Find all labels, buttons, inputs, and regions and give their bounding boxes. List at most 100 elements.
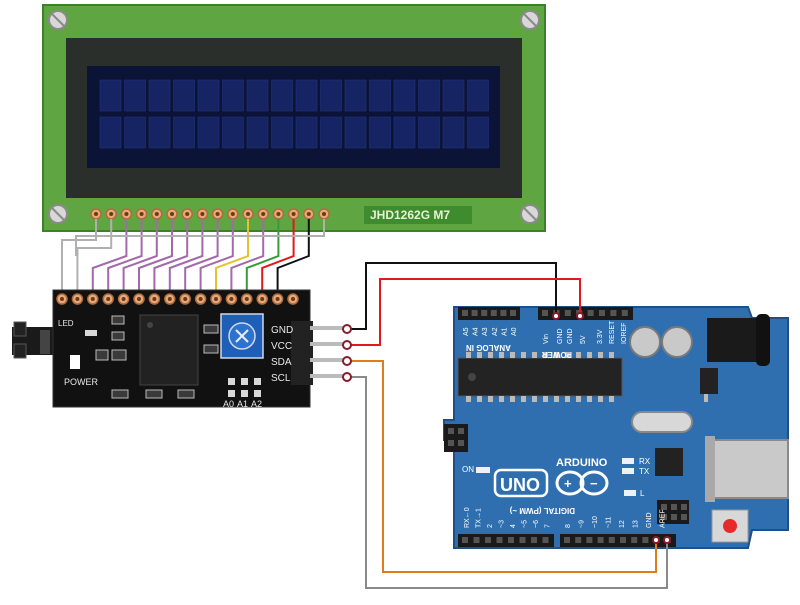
rx-led bbox=[622, 458, 634, 464]
lcd-model-label: JHD1262G M7 bbox=[370, 208, 450, 222]
lcd-character-cell bbox=[246, 116, 269, 149]
chip-leg bbox=[510, 352, 515, 358]
header-hole bbox=[642, 537, 649, 543]
header-hole bbox=[631, 537, 638, 543]
ribbon-wire bbox=[245, 219, 280, 294]
led-label: LED bbox=[58, 319, 74, 328]
header-hole bbox=[608, 537, 615, 543]
lcd-character-cell bbox=[271, 79, 293, 112]
digital-pin-label: 2 bbox=[487, 524, 494, 528]
wire-scl bbox=[345, 376, 668, 589]
chip-leg bbox=[499, 352, 504, 358]
lcd-character-cell bbox=[124, 79, 146, 112]
lcd-character-cell bbox=[344, 79, 367, 112]
header-hole bbox=[481, 310, 488, 316]
lcd-character-cell bbox=[295, 116, 318, 149]
power-pin-label: Vin bbox=[543, 334, 550, 344]
analog-header-title: ANALOG IN bbox=[466, 343, 511, 352]
analog-pin-label: A4 bbox=[473, 327, 480, 336]
icsp-header-right bbox=[657, 500, 689, 524]
lcd-character-cell bbox=[99, 79, 122, 112]
digital-pin-label: ~6 bbox=[533, 520, 540, 528]
header-hole bbox=[599, 310, 605, 316]
i2c-pin-hole bbox=[90, 297, 95, 301]
i2c-pin-hole bbox=[198, 297, 203, 301]
header-hole bbox=[485, 537, 491, 543]
ribbon-wire bbox=[276, 219, 310, 294]
digital-pin-label: AREF bbox=[660, 509, 667, 528]
header-hole bbox=[508, 537, 514, 543]
voltage-regulator bbox=[700, 368, 718, 394]
digital-pin-label: TX→1 bbox=[476, 508, 483, 528]
digital-pin-label: 8 bbox=[565, 524, 572, 528]
analog-pin-label: A2 bbox=[492, 327, 499, 336]
power-pin-label: RESET bbox=[609, 320, 616, 344]
i2c-pin-hole bbox=[152, 297, 157, 301]
header-hole bbox=[519, 537, 526, 543]
l-label: L bbox=[640, 489, 645, 498]
capacitor-1 bbox=[629, 326, 661, 358]
ribbon-wire bbox=[91, 219, 128, 294]
lcd-to-i2c-wires bbox=[61, 219, 325, 294]
arduino-header-holes bbox=[462, 310, 671, 543]
lcd-pin-hole bbox=[200, 212, 205, 216]
lcd-character-cell bbox=[222, 79, 244, 112]
lcd-mounting-holes bbox=[48, 10, 540, 224]
lcd-character-cell bbox=[442, 116, 465, 149]
i2c-pin-hole bbox=[291, 297, 295, 301]
power-pin-label: GND bbox=[557, 328, 564, 344]
power-pin-label: 5V bbox=[580, 335, 587, 344]
wire-end-vcc bbox=[342, 340, 352, 350]
digital-pin-label: GND bbox=[646, 512, 653, 528]
i2c-pin-hole bbox=[167, 297, 172, 301]
led-jumper bbox=[12, 321, 56, 359]
chip-leg bbox=[554, 396, 559, 402]
chip-leg bbox=[521, 396, 526, 402]
lcd-pin-hole bbox=[291, 212, 296, 216]
lcd-pin-hole bbox=[94, 212, 98, 216]
digital-pin-label: ~10 bbox=[592, 516, 599, 528]
lcd-character-cell bbox=[197, 79, 220, 112]
chip-leg bbox=[488, 352, 493, 358]
power-pin-label: IOREF bbox=[621, 323, 628, 344]
header-hole bbox=[490, 310, 497, 316]
chip-leg bbox=[532, 352, 537, 358]
power-label: POWER bbox=[64, 377, 99, 387]
ribbon-wire bbox=[215, 219, 249, 294]
svg-text:−: − bbox=[590, 476, 598, 491]
chip-leg bbox=[587, 396, 592, 402]
pin-label-sda: SDA bbox=[271, 357, 292, 368]
i2c-pin-hole bbox=[260, 297, 265, 301]
addr-label-a1: A1 bbox=[237, 399, 248, 409]
uno-label: UNO bbox=[500, 475, 540, 495]
header-hole bbox=[542, 310, 548, 316]
digital-pin-label: ~11 bbox=[606, 517, 613, 528]
i2c-pin-hole bbox=[121, 297, 126, 301]
lcd-module: JHD1262G M7 bbox=[42, 4, 546, 232]
header-hole bbox=[510, 310, 516, 316]
power-header bbox=[538, 307, 633, 320]
l-led bbox=[624, 490, 636, 496]
lcd-character-cell bbox=[320, 79, 342, 112]
header-hole bbox=[462, 537, 468, 543]
i2c-pin-hole bbox=[60, 297, 64, 301]
lcd-pin-hole bbox=[139, 212, 144, 216]
wire-end-scl bbox=[342, 372, 352, 382]
lcd-character-cell bbox=[418, 79, 440, 112]
tx-led bbox=[622, 468, 634, 474]
lcd-character-cell bbox=[197, 116, 220, 149]
header-hole bbox=[531, 537, 537, 543]
usb-connector bbox=[707, 439, 789, 499]
arduino-end-gnd bbox=[552, 312, 560, 320]
crystal bbox=[631, 411, 693, 433]
chip-leg bbox=[598, 352, 603, 358]
header-hole bbox=[587, 310, 594, 316]
svg-text:+: + bbox=[564, 476, 572, 491]
header-hole bbox=[621, 310, 628, 316]
header-hole bbox=[500, 310, 507, 316]
ribbon-wire bbox=[75, 219, 325, 256]
chip-leg bbox=[565, 396, 570, 402]
contrast-potentiometer bbox=[220, 313, 264, 359]
ribbon-wire bbox=[138, 219, 173, 294]
